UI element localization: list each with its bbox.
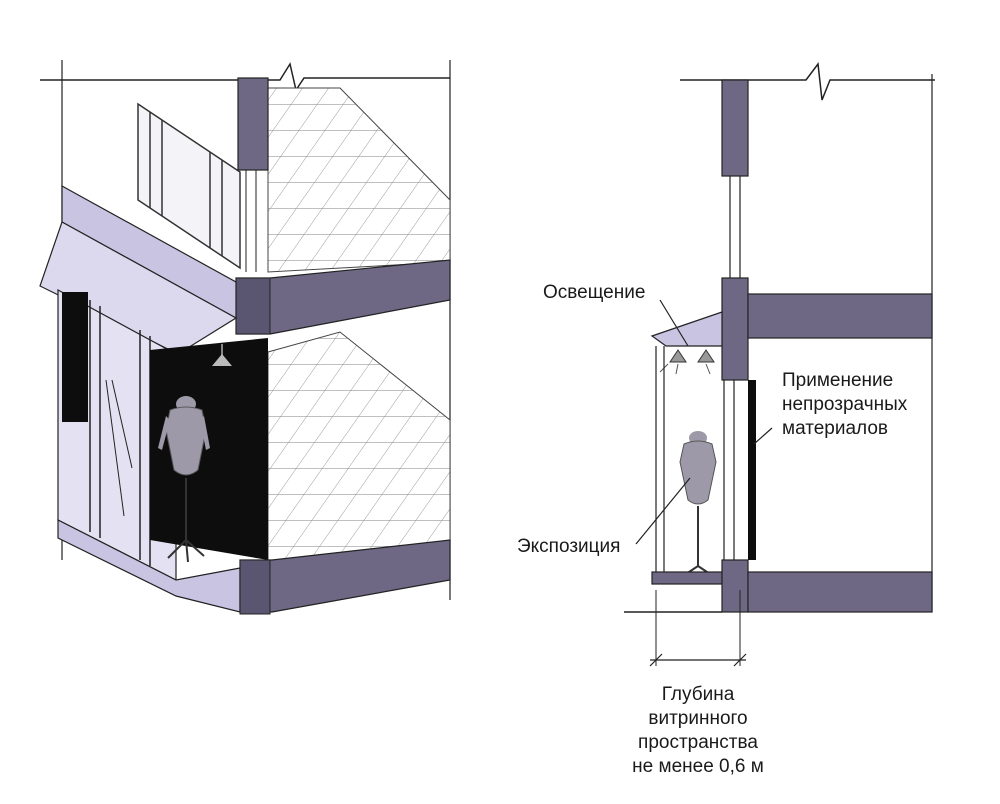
label-opaque-line1: Применение xyxy=(782,370,893,391)
upper-column xyxy=(237,77,269,171)
section-canopy xyxy=(650,311,723,347)
label-lighting: Освещение xyxy=(543,282,645,303)
section-lamps-icon xyxy=(659,349,715,375)
lower-floor-tiles xyxy=(267,331,451,567)
axonometric-view xyxy=(39,60,451,615)
label-depth-line2: витринного xyxy=(648,708,747,729)
section-upper-column xyxy=(721,79,749,177)
mannequin-icon xyxy=(158,396,210,563)
opaque-back-wall xyxy=(150,338,268,560)
section-view: Освещение Применение непрозрачных матери… xyxy=(517,62,935,777)
upper-window xyxy=(137,102,241,270)
depth-dimension xyxy=(649,590,747,667)
label-exposition: Экспозиция xyxy=(517,536,620,557)
section-mannequin-icon xyxy=(679,431,717,575)
section-slab xyxy=(747,293,933,339)
label-depth-line3: пространства xyxy=(638,732,758,753)
label-depth-line1: Глубина xyxy=(662,684,735,705)
storefront-glazing xyxy=(57,288,177,581)
label-depth-line4: не менее 0,6 м xyxy=(632,756,764,777)
break-line-top-right xyxy=(680,62,935,101)
lamp-icon xyxy=(212,344,232,366)
section-opaque-panel xyxy=(748,380,756,560)
label-opaque-line2: непрозрачных xyxy=(782,394,908,415)
label-opaque-line3: материалов xyxy=(782,418,888,439)
upper-floor-tiles xyxy=(267,87,451,273)
